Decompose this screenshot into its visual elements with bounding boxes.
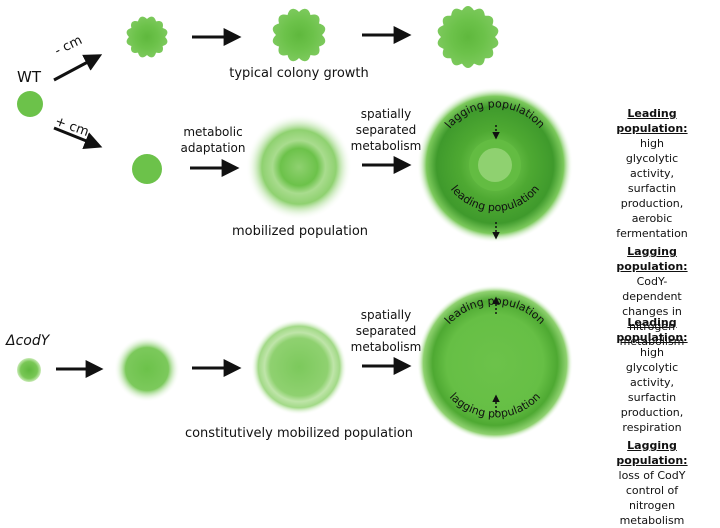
minus-cm-arrow: [53, 54, 103, 82]
summary-line: metabolism: [619, 335, 685, 348]
constitutive-caption: constitutively mobilized population: [184, 426, 414, 441]
spatial-caption-wt: spatially separated metabolism: [351, 106, 422, 154]
caption-line: metabolism: [350, 139, 422, 153]
lagging-title: Lagging population:: [616, 439, 688, 467]
metabolic-adaptation-caption: metabolic adaptation: [181, 124, 246, 156]
caption-line: spatially: [360, 308, 412, 322]
wt-separated-colony: [417, 87, 573, 243]
caption-line: adaptation: [180, 141, 246, 155]
caption-line: spatially: [360, 107, 412, 121]
summary-wt: Leading population: high glycolytic acti…: [616, 106, 688, 349]
summary-line: high glycolytic activity,: [625, 346, 679, 389]
wt-label: WT: [17, 68, 41, 86]
plus-cm-colony: [132, 154, 162, 184]
leading-title: Leading population:: [616, 107, 688, 135]
leading-title: Leading population:: [616, 316, 688, 344]
wt-colony: [17, 91, 43, 117]
caption-line: separated: [355, 324, 417, 338]
diagram-canvas: lagging population leading population le…: [17, 6, 573, 441]
constitutive-colony: [251, 319, 347, 415]
caption-line: metabolic: [183, 125, 243, 139]
mutant-separated-colony: [417, 285, 573, 441]
summary-line: CodY-dependent: [622, 275, 682, 303]
summary-line: aerobic fermentation: [616, 212, 688, 240]
mobilized-caption: mobilized population: [231, 224, 369, 239]
summary-line: high glycolytic activity,: [625, 137, 679, 180]
summary-line: respiration: [622, 421, 682, 434]
summary-mutant: Leading population: high glycolytic acti…: [616, 315, 687, 528]
summary-line: nitrogen metabolism: [619, 499, 685, 527]
summary-line: surfactin production,: [620, 182, 684, 210]
mobilized-colony: [246, 114, 352, 220]
summary-line: surfactin production,: [620, 391, 684, 419]
caption-line: separated: [355, 123, 417, 137]
spatial-caption-mutant: spatially separated metabolism: [351, 307, 422, 355]
scalloped-colony-2: [272, 8, 326, 62]
typical-growth-caption: typical colony growth: [229, 66, 369, 81]
caption-line: metabolism: [350, 340, 422, 354]
summary-line: changes in nitrogen: [622, 305, 682, 333]
lagging-title: Lagging population:: [616, 245, 688, 273]
mutant-label: ΔcodY: [6, 333, 50, 349]
mutant-colony-2: [114, 336, 180, 402]
scalloped-colony-3: [437, 6, 499, 68]
summary-line: loss of CodY control of: [618, 469, 686, 497]
scalloped-colony-1: [126, 16, 168, 58]
mutant-colony: [17, 358, 41, 382]
plus-cm-arrow: [53, 126, 103, 150]
